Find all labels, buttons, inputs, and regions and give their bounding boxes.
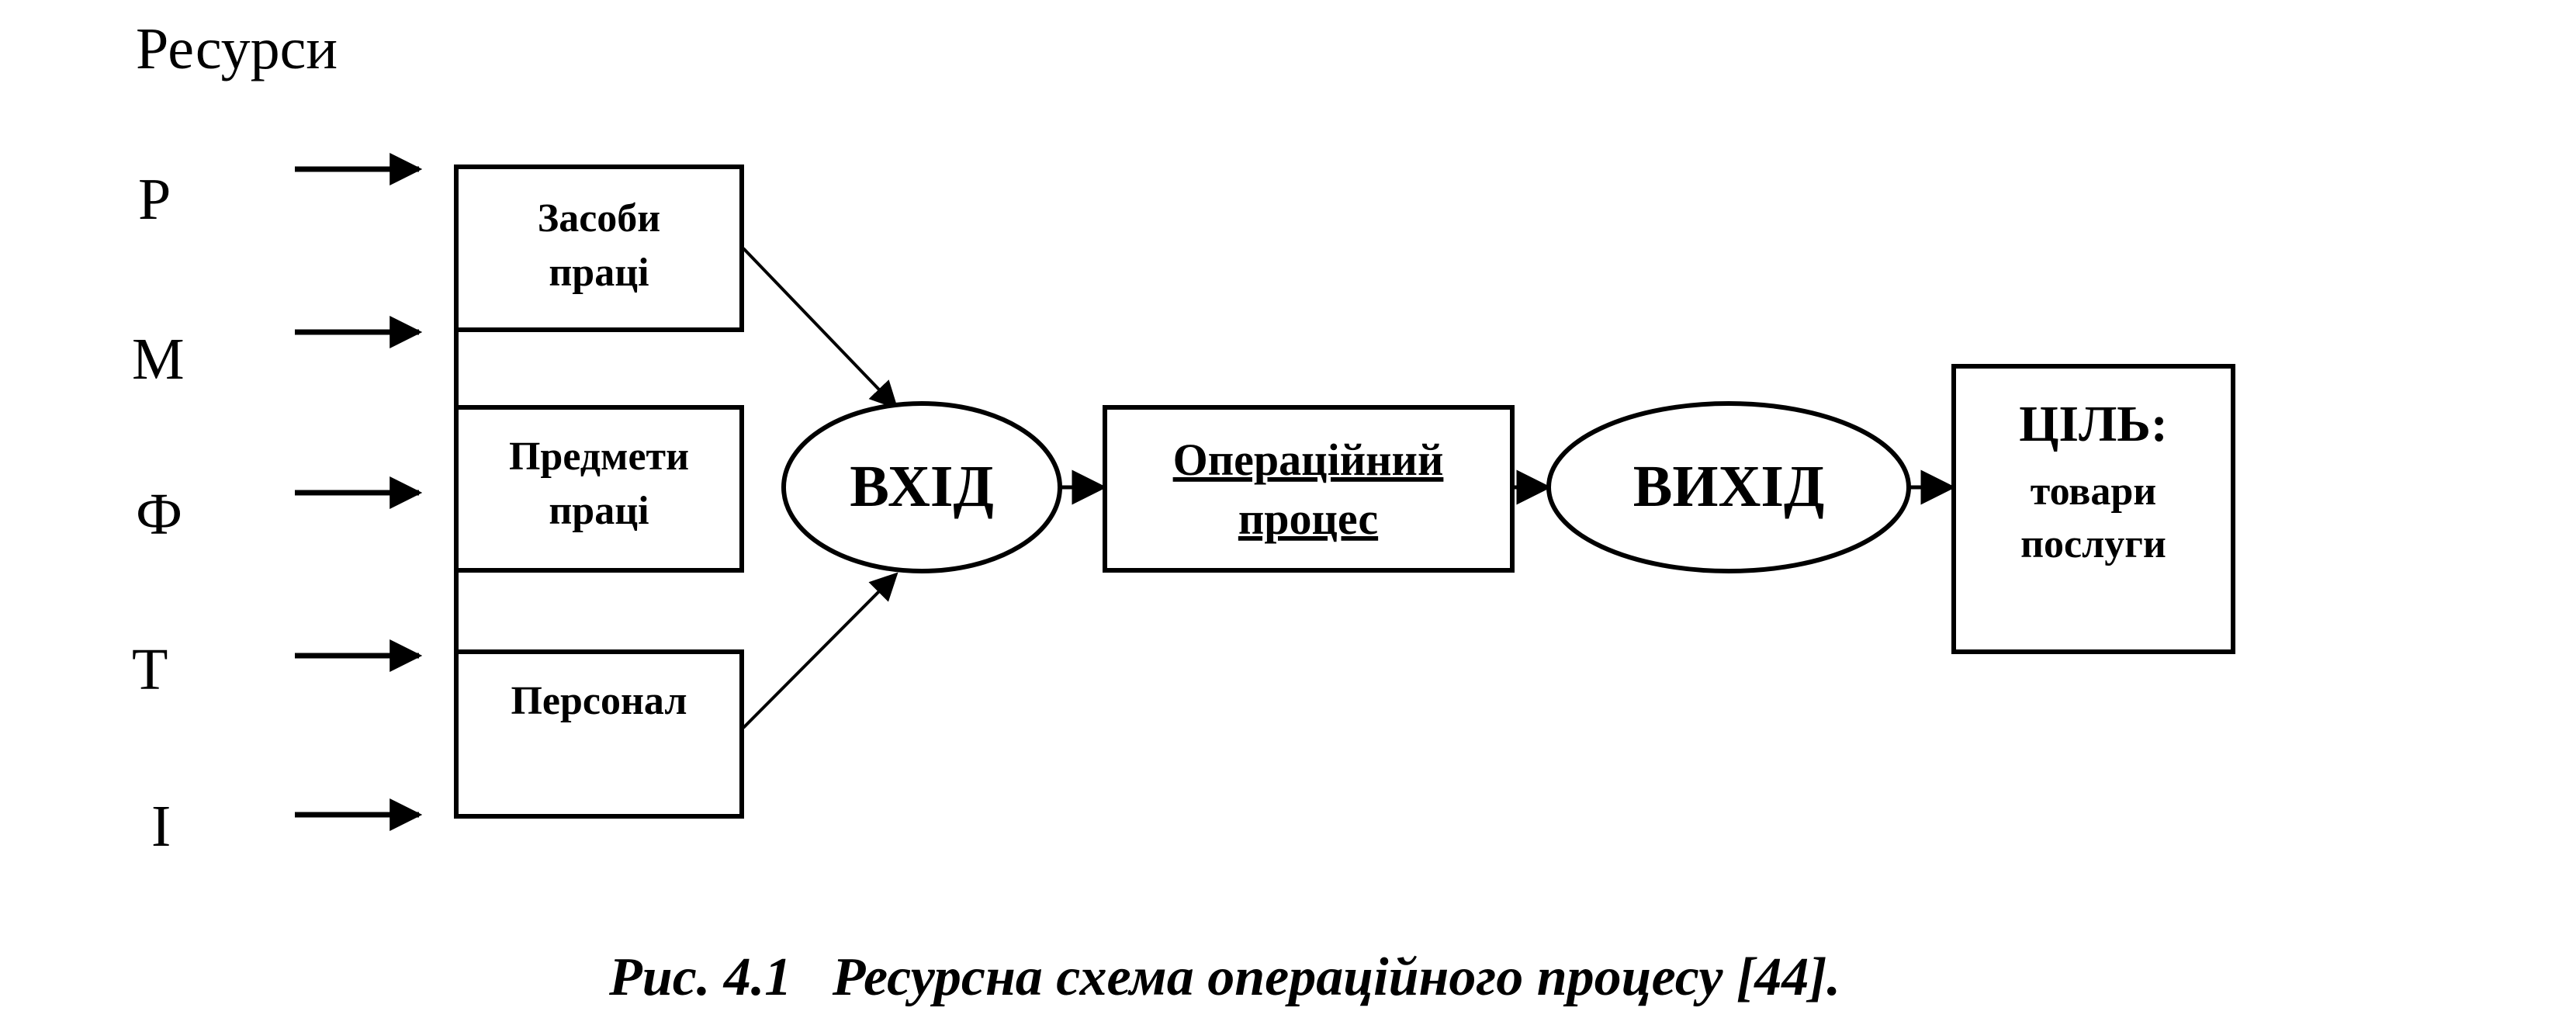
input-box-tools-line2: праці	[549, 251, 649, 295]
input-box-objects	[454, 405, 744, 573]
input-box-objects-line1: Предмети	[509, 435, 689, 479]
input-box-tools	[454, 164, 744, 332]
input-box-personnel-label: Персонал	[511, 679, 687, 723]
output-ellipse-label: ВИХІД	[1633, 454, 1825, 519]
figure-caption: Рис. 4.1 Ресурсна схема операційного про…	[608, 947, 1840, 1007]
input-box-personnel	[454, 649, 744, 819]
goal-item-services: послуги	[2020, 522, 2166, 566]
process-label-line1: Операційний	[1173, 435, 1444, 485]
goal-item-goods: товари	[2031, 469, 2157, 514]
goal-title: ЦІЛЬ:	[2019, 396, 2168, 452]
goal-box	[1951, 364, 2235, 654]
input-box-tools-line1: Засоби	[538, 196, 661, 241]
resource-label-m: М	[132, 327, 185, 392]
resource-label-f: Ф	[136, 482, 182, 547]
resource-label-t: Т	[132, 637, 168, 702]
arrow-tools-to-input	[742, 247, 898, 410]
input-box-objects-line2: праці	[549, 489, 649, 533]
process-label-line2: процес	[1238, 493, 1378, 544]
resources-title: Ресурси	[136, 16, 338, 81]
arrow-personnel-to-input	[742, 572, 898, 729]
input-ellipse-label: ВХІД	[850, 454, 994, 519]
resource-label-r: Р	[138, 167, 171, 232]
process-box	[1103, 405, 1515, 573]
resource-label-i: І	[151, 794, 171, 859]
